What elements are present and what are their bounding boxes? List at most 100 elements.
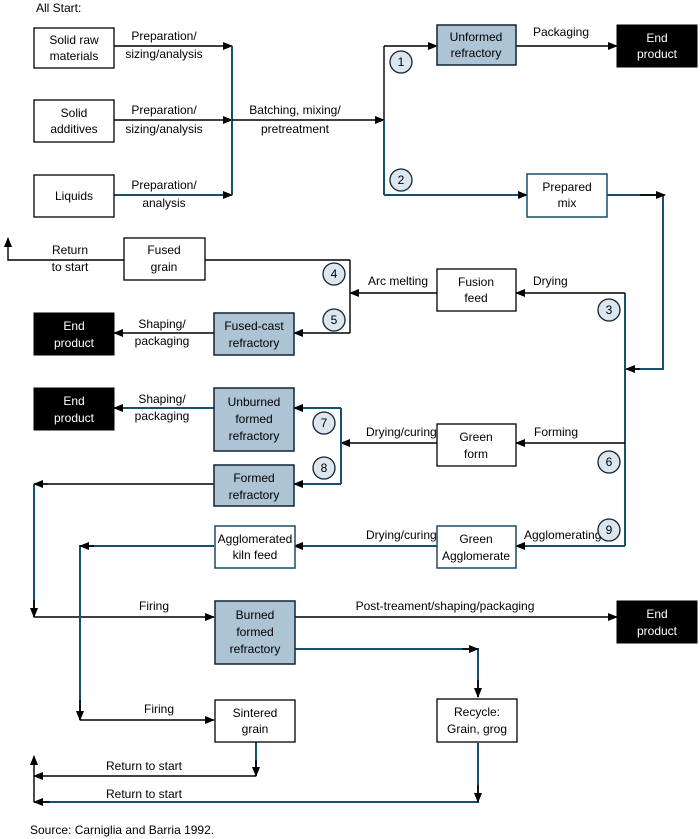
route-number-2: 2 (389, 168, 413, 192)
svg-text:Fused: Fused (147, 243, 180, 257)
svg-text:Grain, grog: Grain, grog (447, 722, 507, 736)
edge-labels: Preparation/ sizing/analysis Preparation… (52, 25, 602, 801)
svg-text:Unformed: Unformed (450, 30, 503, 44)
node-sintered-grain: Sintered grain (214, 699, 296, 743)
svg-text:Liquids: Liquids (55, 189, 93, 203)
svg-text:2: 2 (398, 173, 405, 187)
svg-text:Formed: Formed (233, 471, 274, 485)
label-packaging: Packaging (533, 25, 589, 39)
svg-text:refractory: refractory (451, 46, 502, 60)
svg-text:product: product (54, 336, 95, 350)
label-prep3-b: analysis (142, 196, 185, 210)
svg-text:Prepared: Prepared (542, 180, 591, 194)
label-forming: Forming (534, 425, 578, 439)
node-fusion-feed: Fusion feed (436, 268, 517, 312)
route-number-7: 7 (312, 411, 336, 435)
recycle-line (295, 648, 479, 697)
svg-text:Green: Green (459, 532, 492, 546)
label-shaping1-a: Shaping/ (138, 317, 186, 331)
node-prepared-mix: Prepared mix (526, 173, 608, 218)
svg-text:4: 4 (331, 267, 338, 281)
svg-text:End: End (646, 607, 667, 621)
label-prep3-a: Preparation/ (131, 178, 197, 192)
svg-text:Recycle:: Recycle: (454, 705, 500, 719)
node-unburned-formed-refractory: Unburned formed refractory (213, 387, 295, 452)
svg-text:formed: formed (236, 625, 273, 639)
label-drycure2: Drying/curing (366, 528, 437, 542)
route-number-3: 3 (597, 298, 621, 322)
svg-text:7: 7 (321, 416, 328, 430)
svg-text:9: 9 (606, 523, 613, 537)
svg-text:refractory: refractory (230, 642, 281, 656)
all-start-title: All Start: (36, 1, 81, 15)
svg-text:End: End (63, 319, 84, 333)
label-prep1-b: sizing/analysis (125, 47, 202, 61)
label-return3: Return to start (106, 787, 183, 801)
label-agglomerating: Agglomerating (524, 528, 601, 542)
connectors (3, 42, 666, 806)
svg-text:1: 1 (398, 55, 405, 69)
node-fused-grain: Fused grain (123, 237, 206, 281)
svg-text:Agglomerated: Agglomerated (218, 532, 293, 546)
svg-text:mix: mix (558, 196, 577, 210)
arrow-return1 (3, 237, 124, 261)
svg-text:6: 6 (606, 455, 613, 469)
svg-text:materials: materials (50, 49, 99, 63)
label-firing1: Firing (139, 599, 169, 613)
label-prep2-a: Preparation/ (131, 103, 197, 117)
node-end-product-4: End product (616, 600, 698, 644)
node-green-agglomerate: Green Agglomerate (436, 525, 517, 569)
label-drycure1: Drying/curing (366, 425, 437, 439)
node-end-product-3: End product (33, 387, 115, 431)
svg-text:Green: Green (459, 430, 492, 444)
source-note: Source: Carniglia and Barria 1992. (30, 823, 214, 837)
node-end-product-2: End product (33, 312, 115, 356)
route-number-9: 9 (597, 518, 621, 542)
node-liquids: Liquids (33, 174, 115, 218)
svg-text:End: End (646, 31, 667, 45)
svg-text:Solid raw: Solid raw (49, 33, 99, 47)
label-shaping2-b: packaging (135, 409, 190, 423)
route-number-4: 4 (322, 262, 346, 286)
svg-text:additives: additives (50, 122, 97, 136)
node-burned-formed-refractory: Burned formed refractory (214, 600, 296, 665)
label-return1-b: to start (52, 260, 89, 274)
svg-text:End: End (63, 394, 84, 408)
node-fused-cast-refractory: Fused-cast refractory (213, 312, 295, 356)
label-firing2: Firing (144, 702, 174, 716)
label-post-treatment: Post-treament/shaping/packaging (356, 599, 535, 613)
svg-text:Solid: Solid (61, 106, 88, 120)
svg-text:Fusion: Fusion (458, 275, 494, 289)
svg-text:product: product (637, 624, 678, 638)
label-arc-melting: Arc melting (368, 274, 428, 288)
svg-text:grain: grain (242, 722, 269, 736)
label-prep2-b: sizing/analysis (125, 122, 202, 136)
node-recycle-grain-grog: Recycle: Grain, grog (436, 698, 518, 743)
route-number-5: 5 (322, 308, 346, 332)
route-number-1: 1 (389, 50, 413, 74)
label-drying: Drying (533, 274, 568, 288)
svg-text:Unburned: Unburned (228, 395, 281, 409)
svg-text:kiln feed: kiln feed (233, 548, 278, 562)
svg-text:5: 5 (331, 313, 338, 327)
label-return1-a: Return (52, 243, 88, 257)
svg-text:8: 8 (321, 461, 328, 475)
node-agglomerated-kiln-feed: Agglomerated kiln feed (214, 525, 296, 569)
svg-text:Agglomerate: Agglomerate (442, 549, 510, 563)
svg-text:refractory: refractory (229, 429, 280, 443)
label-shaping1-b: packaging (135, 334, 190, 348)
svg-text:3: 3 (606, 303, 613, 317)
svg-text:refractory: refractory (229, 488, 280, 502)
label-return2: Return to start (106, 759, 183, 773)
svg-text:grain: grain (151, 260, 178, 274)
svg-text:form: form (464, 447, 488, 461)
node-formed-refractory: Formed refractory (213, 464, 295, 507)
svg-text:product: product (54, 411, 95, 425)
svg-text:feed: feed (464, 291, 487, 305)
agglom-kiln-line (79, 545, 214, 720)
node-end-product-1: End product (616, 24, 698, 68)
svg-text:product: product (637, 47, 678, 61)
svg-text:Burned: Burned (236, 608, 275, 622)
node-green-form: Green form (436, 423, 517, 467)
